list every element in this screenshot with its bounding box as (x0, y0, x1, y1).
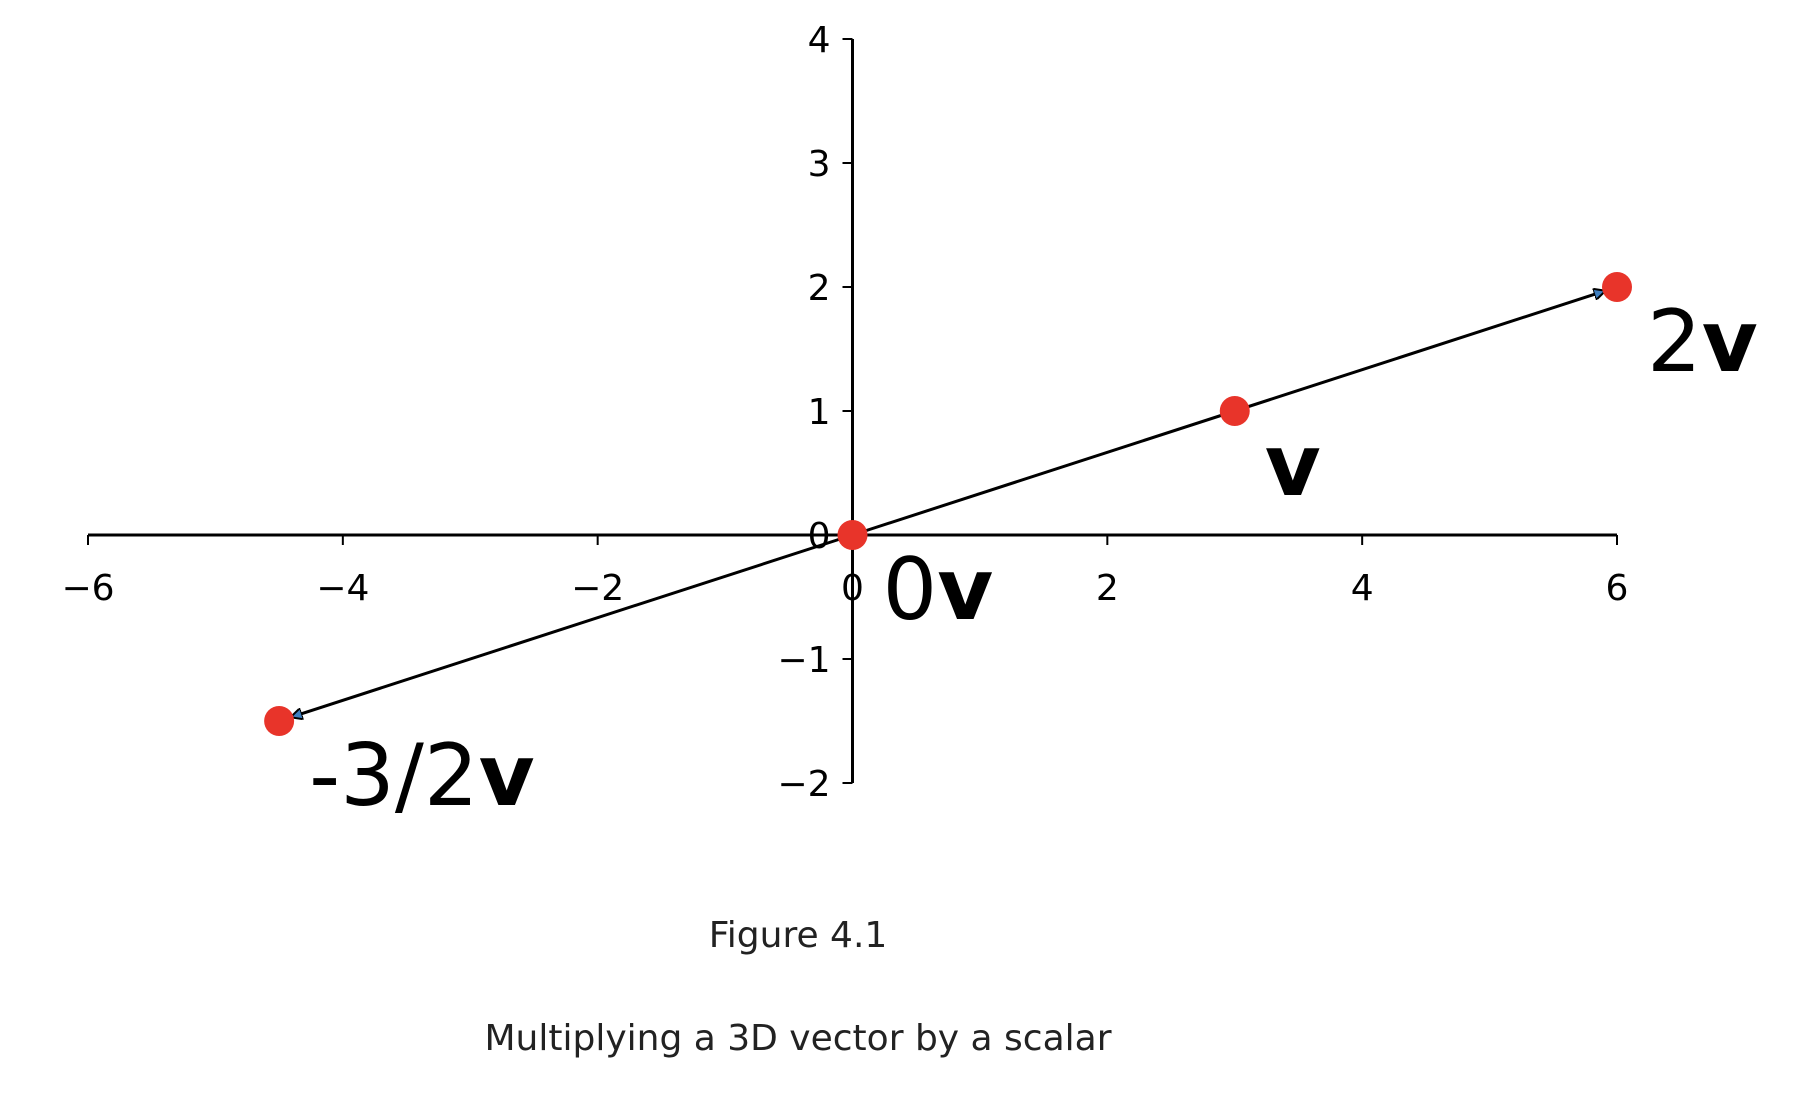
x-tick-label: −6 (61, 568, 114, 609)
axes: −6 −4 −2 0 2 4 6 −2 −1 0 1 2 3 4 (61, 20, 1628, 805)
x-tick-label: 2 (1096, 568, 1119, 609)
data-point (1602, 272, 1632, 302)
y-tick-label: 1 (808, 392, 831, 433)
y-tick-label: 4 (808, 20, 831, 61)
point-label: 2v (1647, 292, 1758, 392)
y-tick-label: 3 (808, 144, 831, 185)
point-label: -3/2v (309, 726, 535, 826)
x-tick-label: −4 (316, 568, 369, 609)
figure-number: Figure 4.1 (708, 915, 888, 956)
point-label-vector: v (1265, 416, 1321, 516)
x-tick-label: −2 (571, 568, 624, 609)
data-points (264, 272, 1632, 736)
vector-arrows (292, 291, 1603, 716)
y-tick-label: −1 (777, 640, 830, 681)
point-label-scalar: 0 (883, 540, 938, 640)
data-point (264, 706, 295, 736)
vector-arrow (292, 533, 853, 717)
point-label-scalar: -3/2 (309, 726, 478, 826)
point-label-vector: v (479, 726, 535, 826)
point-label-scalar: 2 (1647, 292, 1702, 392)
x-tick-label: 0 (841, 568, 864, 609)
data-point (837, 520, 868, 550)
data-point (1219, 396, 1250, 426)
y-tick-label: 0 (808, 516, 831, 557)
y-tick-label: −2 (777, 764, 830, 805)
point-label-vector: v (1702, 292, 1758, 392)
point-label: 0v (883, 540, 994, 640)
point-label-vector: v (937, 540, 993, 640)
y-tick-label: 2 (808, 268, 831, 309)
x-tick-label: 6 (1606, 568, 1629, 609)
figure-caption: Multiplying a 3D vector by a scalar (484, 1018, 1112, 1059)
x-tick-label: 4 (1351, 568, 1374, 609)
point-label: v (1265, 416, 1321, 516)
